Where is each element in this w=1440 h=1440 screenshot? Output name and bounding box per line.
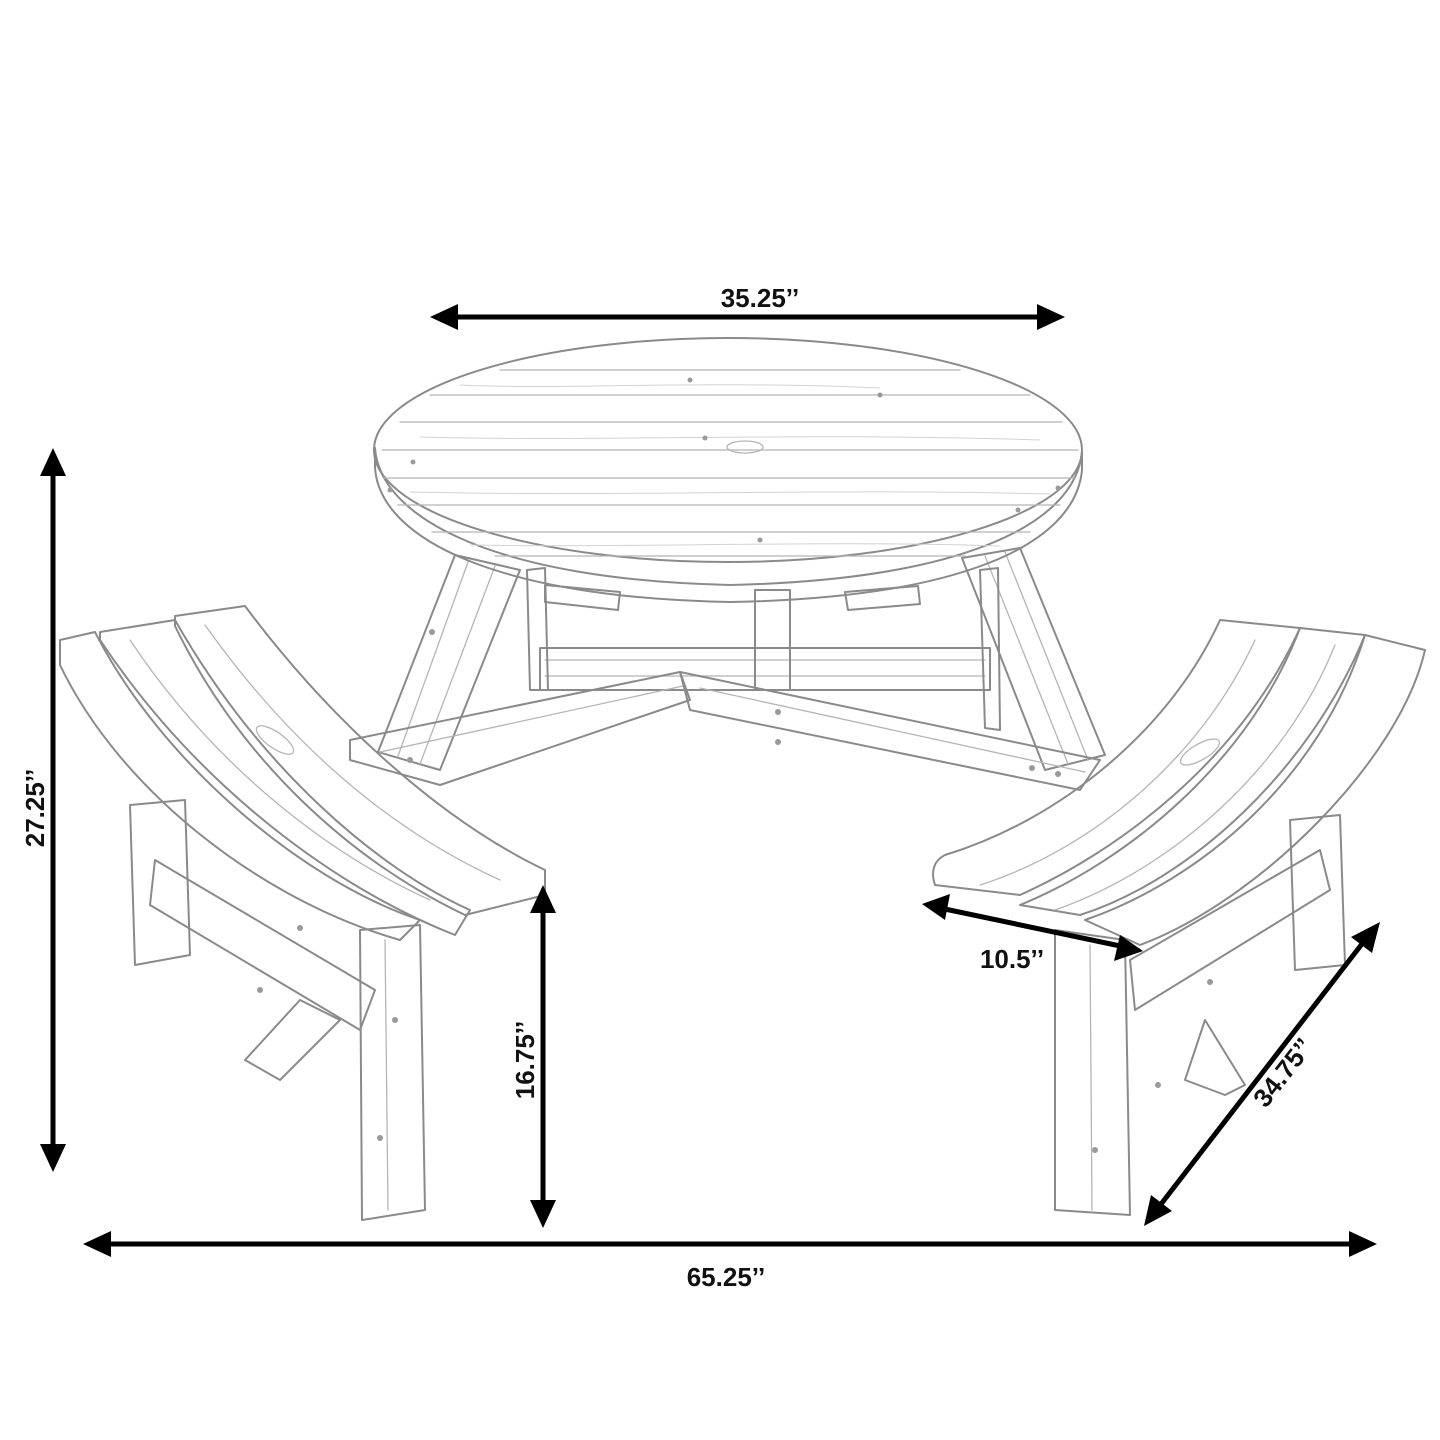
- dimension-bench-height: 16.75’’: [510, 885, 556, 1228]
- dimension-label-table-top: 35.25’’: [721, 283, 800, 313]
- dimension-label-bench-height: 16.75’’: [510, 1021, 540, 1100]
- dimension-bench-depth: 10.5’’: [922, 894, 1143, 974]
- dimension-table-top-diameter: 35.25’’: [430, 283, 1065, 330]
- dimension-bench-length: 34.75’’: [1144, 922, 1380, 1226]
- table-illustration: [349, 337, 1106, 791]
- dimension-label-overall-height: 27.25’’: [20, 769, 50, 848]
- left-bench-illustration: [59, 605, 546, 1221]
- right-bench-illustration: [932, 619, 1426, 1216]
- dimension-overall-width: 65.25’’: [83, 1231, 1377, 1292]
- dimension-label-bench-depth: 10.5’’: [980, 944, 1044, 974]
- dimension-label-overall-width: 65.25’’: [687, 1262, 766, 1292]
- dimension-overall-height: 27.25’’: [20, 448, 66, 1172]
